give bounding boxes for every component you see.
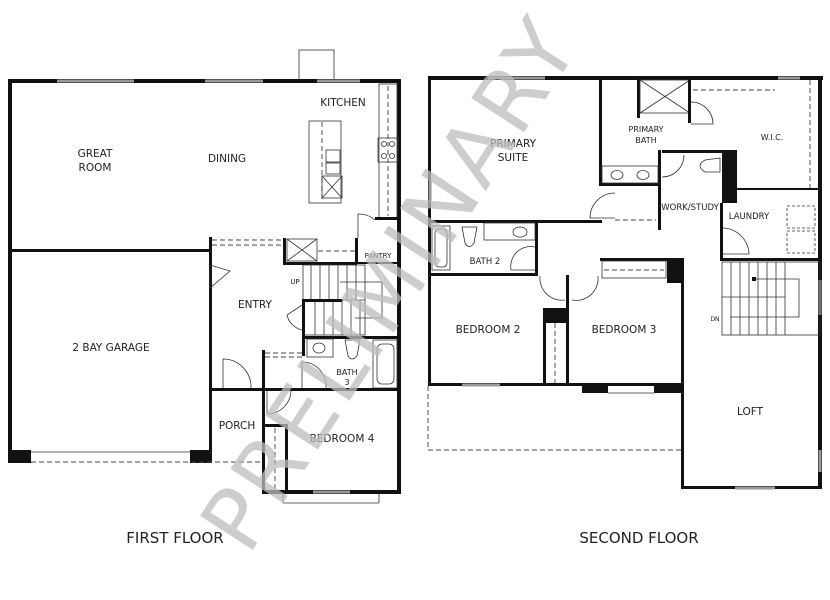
vanity — [483, 222, 536, 241]
wall-garage-divider — [8, 249, 212, 252]
toilet — [344, 339, 361, 360]
first-floor-title: FIRST FLOOR — [126, 529, 223, 547]
cabinet — [286, 238, 318, 262]
label-stairs-down: DN — [710, 316, 719, 323]
wall-block — [722, 150, 737, 203]
label-primary-suite-1: PRIMARY — [490, 138, 537, 150]
label-stairs-up: UP — [290, 278, 299, 286]
second-floor-title: SECOND FLOOR — [579, 529, 698, 547]
wc-door[interactable] — [661, 154, 685, 178]
label-wic: W.I.C. — [761, 133, 784, 142]
label-bedroom-4: BEDROOM 4 — [310, 433, 375, 445]
label-pantry: PANTRY — [365, 252, 392, 260]
dryer — [786, 230, 816, 254]
bedroom3-door[interactable] — [571, 275, 599, 301]
label-dining: DINING — [208, 153, 246, 165]
bump-out — [298, 49, 335, 81]
label-porch: PORCH — [219, 420, 256, 432]
label-primary-bath-2: BATH — [635, 136, 656, 145]
bedroom2-door[interactable] — [539, 275, 566, 301]
coat-door[interactable] — [209, 264, 231, 289]
cooktop — [377, 137, 399, 163]
bathtub — [431, 225, 451, 271]
label-bath-3-2: 3 — [344, 378, 349, 387]
primary-suite-door[interactable] — [589, 192, 616, 219]
label-bath-2: BATH 2 — [470, 257, 501, 267]
label-bedroom-2: BEDROOM 2 — [456, 324, 521, 336]
label-loft: LOFT — [737, 406, 764, 418]
second-floor-plan: PRIMARY SUITE PRIMARY BATH W.I.C. WORK/S… — [427, 76, 823, 547]
dishwasher — [321, 175, 343, 199]
double-vanity — [601, 165, 659, 184]
garage-pier-right — [190, 450, 212, 463]
kitchen-island — [308, 120, 342, 204]
sink — [325, 149, 341, 163]
bath2-door[interactable] — [510, 246, 536, 271]
label-bath-3-1: BATH — [336, 368, 357, 377]
bath3-door[interactable] — [301, 361, 327, 389]
label-great-room-2: ROOM — [79, 162, 112, 174]
label-bedroom-3: BEDROOM 3 — [592, 324, 657, 336]
stairs-down[interactable] — [721, 261, 821, 336]
washer — [786, 205, 816, 229]
toilet — [699, 157, 721, 173]
preliminary-watermark: PRELIMINARY — [182, 0, 600, 568]
label-primary-suite-2: SUITE — [498, 152, 529, 164]
closet — [601, 260, 667, 279]
wall-left — [8, 79, 12, 463]
label-work-study: WORK/STUDY — [661, 203, 719, 213]
wall-garage-right — [209, 237, 212, 462]
toilet — [461, 226, 478, 247]
wall-right — [397, 79, 401, 493]
first-floor-plan: GREAT ROOM DINING KITCHEN PANTRY 2 BAY G… — [8, 49, 401, 547]
front-door[interactable] — [222, 358, 252, 389]
stairs-up[interactable] — [302, 264, 383, 337]
wic-door[interactable] — [690, 101, 714, 125]
label-entry: ENTRY — [238, 299, 273, 311]
laundry-door[interactable] — [722, 227, 750, 255]
label-great-room-1: GREAT — [78, 148, 113, 160]
vanity — [306, 338, 334, 358]
label-primary-bath-1: PRIMARY — [628, 125, 663, 134]
label-kitchen: KITCHEN — [320, 97, 366, 109]
garage-pier-left — [8, 450, 31, 463]
bedroom4-door[interactable] — [266, 389, 292, 415]
closet-door[interactable] — [286, 304, 303, 331]
label-garage: 2 BAY GARAGE — [72, 342, 149, 354]
pantry-door — [357, 213, 376, 238]
wall-top — [8, 79, 401, 83]
label-laundry: LAUNDRY — [729, 212, 770, 222]
